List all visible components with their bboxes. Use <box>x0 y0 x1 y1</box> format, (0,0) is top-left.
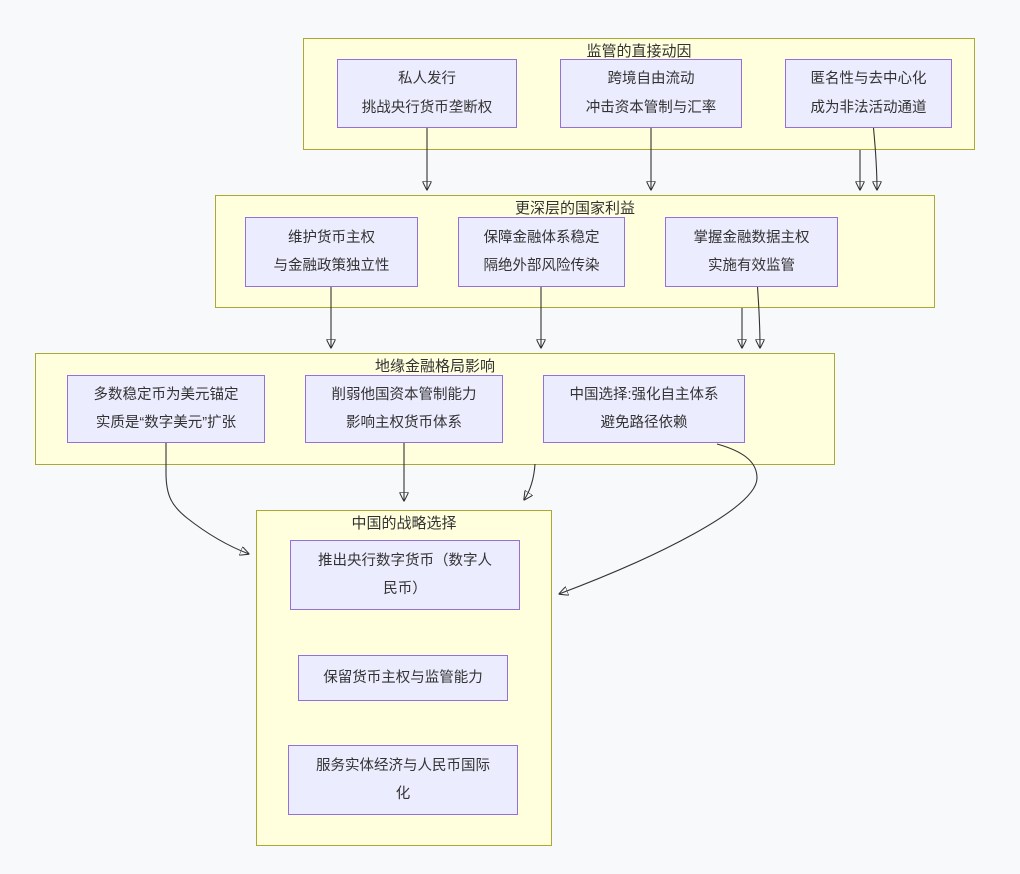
node-text-line: 私人发行 <box>398 71 456 88</box>
node-text-line: 实施有效监管 <box>708 258 795 274</box>
node-text-line: 影响主权货币体系 <box>346 415 462 431</box>
node-cbdc-launch: 推出央行数字货币（数字人 民币） <box>290 540 520 610</box>
node-text-line: 维护货币主权 <box>288 229 375 246</box>
node-text-line: 化 <box>395 786 411 802</box>
node-financial-stability: 保障金融体系稳定 隔绝外部风险传染 <box>458 217 625 287</box>
node-text-line: 与金融政策独立性 <box>273 258 390 274</box>
node-anonymity-decentralization: 匿名性与去中心化 成为非法活动通道 <box>785 59 952 128</box>
node-retain-sovereignty-regulation: 保留货币主权与监管能力 <box>298 655 508 701</box>
node-text-line: 中国选择:强化自主体系 <box>569 386 719 403</box>
edge-china-choice-to-strategy <box>559 443 758 594</box>
node-text-line: 隔绝外部风险传染 <box>483 258 600 274</box>
node-text-line: 避免路径依赖 <box>600 415 688 431</box>
node-china-choice-autonomy: 中国选择:强化自主体系 避免路径依赖 <box>543 375 745 443</box>
node-text-line: 削弱他国资本管制能力 <box>331 386 477 403</box>
node-monetary-sovereignty: 维护货币主权 与金融政策独立性 <box>245 217 418 287</box>
node-text-line: 跨境自由流动 <box>607 71 695 88</box>
node-text-line: 保障金融体系稳定 <box>483 229 600 246</box>
edge-geofinancial-to-strategy <box>524 463 536 500</box>
node-cross-border-flow: 跨境自由流动 冲击资本管制与汇率 <box>560 59 742 128</box>
node-text-line: 服务实体经济与人民币国际 <box>316 757 490 774</box>
cluster-geofinancial-impact-title: 地缘金融格局影响 <box>374 358 495 375</box>
node-text-line: 成为非法活动通道 <box>810 99 927 116</box>
node-text-line: 保留货币主权与监管能力 <box>323 669 483 686</box>
node-weaken-capital-controls: 削弱他国资本管制能力 影响主权货币体系 <box>305 375 503 443</box>
node-text-line: 匿名性与去中心化 <box>810 71 927 88</box>
node-text-line: 掌握金融数据主权 <box>693 229 810 246</box>
node-private-issuance: 私人发行 挑战央行货币垄断权 <box>337 59 517 128</box>
node-data-sovereignty: 掌握金融数据主权 实施有效监管 <box>665 217 838 287</box>
node-text-line: 推出央行数字货币（数字人 <box>318 552 492 569</box>
node-text-line: 多数稳定币为美元锚定 <box>93 386 239 403</box>
node-text-line: 实质是“数字美元”扩张 <box>95 415 237 431</box>
node-text-line: 民币） <box>383 581 427 597</box>
cluster-direct-motivations-title: 监管的直接动因 <box>586 43 692 60</box>
node-text-line: 挑战央行货币垄断权 <box>361 99 493 116</box>
cluster-deeper-national-interests-title: 更深层的国家利益 <box>514 200 635 217</box>
node-serve-real-economy: 服务实体经济与人民币国际 化 <box>288 745 518 815</box>
cluster-china-strategy-title: 中国的战略选择 <box>351 515 457 532</box>
node-usd-pegged-stablecoins: 多数稳定币为美元锚定 实质是“数字美元”扩张 <box>67 375 265 443</box>
node-text-line: 冲击资本管制与汇率 <box>585 99 717 116</box>
